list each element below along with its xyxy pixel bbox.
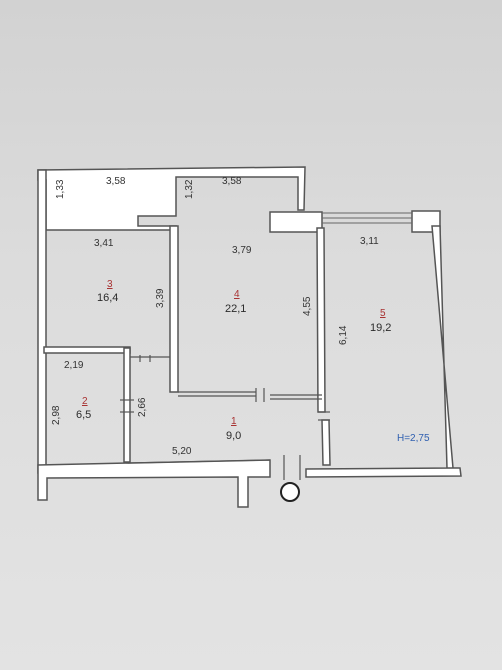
wall-room2-right: [123, 347, 131, 463]
balcony-window: [322, 212, 412, 224]
dim-top-left-width: 3,58: [106, 176, 126, 187]
room-5-area: 19,2: [370, 322, 391, 334]
room-4-number: 4: [234, 289, 240, 300]
entrance-marker-icon: [280, 482, 300, 502]
inner-lines: [120, 355, 330, 480]
dim-room4-width: 3,79: [232, 245, 252, 256]
dim-room5-height: 6,14: [338, 325, 349, 345]
wall-mid-stub: [269, 211, 323, 233]
dim-room2-side: 2,66: [137, 397, 148, 417]
wall-top-left: [37, 166, 306, 231]
room-5-number: 5: [380, 308, 386, 319]
dim-room3-height: 3,39: [155, 288, 166, 308]
dim-top-mid-width: 3,58: [222, 176, 242, 187]
room-1-area: 9,0: [226, 430, 241, 442]
dim-room4-height: 4,55: [302, 296, 313, 316]
room-labels: 3 16,4 4 22,1 5 19,2 2 6,5 1 9,0 H=2,75: [76, 279, 430, 444]
hall-bottom-line: [125, 459, 271, 464]
room-2-number: 2: [82, 396, 88, 407]
wall-room4-right: [316, 227, 326, 413]
room-3-number: 3: [107, 279, 113, 290]
ceiling-height-label: H=2,75: [397, 433, 430, 444]
wall-left: [37, 169, 47, 474]
dim-top-left-height: 1,33: [55, 179, 66, 199]
dim-room2-height: 2,98: [51, 405, 62, 425]
dimension-labels: 3,58 1,33 1,32 3,58 3,41 3,39 3,79 4,55 …: [51, 176, 379, 457]
dim-room2-width: 2,19: [64, 360, 84, 371]
dim-top-mid-height: 1,32: [184, 179, 195, 199]
wall-room2-top: [43, 346, 131, 354]
dim-room5-width: 3,11: [360, 236, 379, 247]
wall-room5-left: [321, 419, 331, 466]
room-1-number: 1: [231, 416, 237, 427]
room-3-area: 16,4: [97, 292, 118, 304]
wall-right: [305, 225, 462, 478]
room-2-area: 6,5: [76, 409, 91, 421]
dim-hall-width: 5,20: [172, 446, 192, 457]
dim-room3-width: 3,41: [94, 238, 114, 249]
wall-room4-left: [169, 225, 179, 393]
room-4-area: 22,1: [225, 303, 246, 315]
wall-bottom-left: [37, 459, 271, 508]
